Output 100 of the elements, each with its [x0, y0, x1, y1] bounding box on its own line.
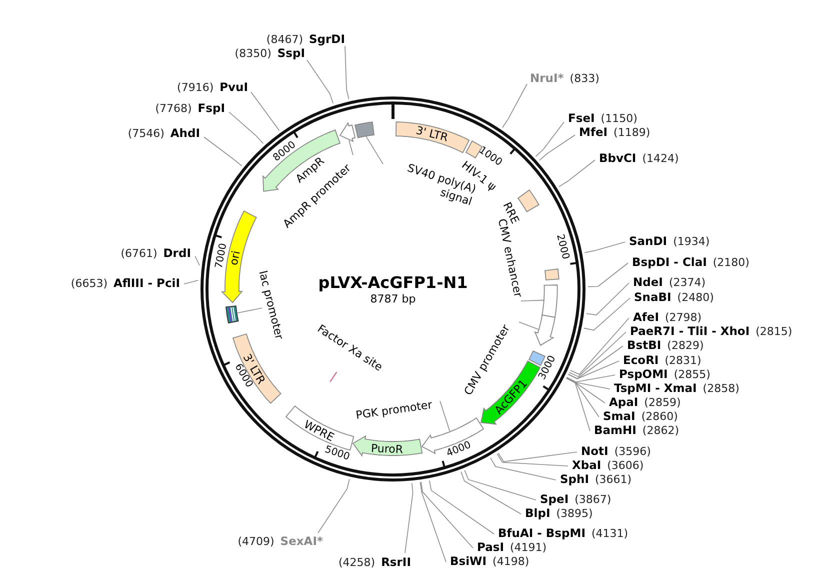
plasmid-name: pLVX-AcGFP1-N1 [318, 274, 468, 292]
enzyme-name: AfeI [633, 309, 659, 325]
leader-line [584, 298, 630, 331]
enzyme-name: SphI [560, 471, 589, 487]
site-position: (2860) [641, 409, 678, 425]
site-position: (2798) [664, 310, 702, 326]
site-position: (3596) [614, 444, 651, 460]
site-position: (2858) [702, 381, 740, 397]
leader-line [366, 136, 384, 164]
feature-label: PuroR [370, 442, 403, 456]
feature-label: ori [227, 249, 243, 266]
plasmid-length: 8787 bp [370, 292, 416, 306]
site-position: (3606) [607, 458, 644, 474]
leader-line [588, 262, 628, 288]
enzyme-name: PvuI [220, 79, 248, 95]
leader-line [502, 84, 528, 128]
leader-line [568, 346, 624, 380]
enzyme-name: AhdI [170, 125, 200, 141]
enzyme-name: MfeI [579, 124, 608, 140]
site-position: (4198) [492, 554, 530, 570]
leader-line [536, 122, 564, 157]
leader-line [318, 478, 350, 534]
leader-line [344, 46, 350, 100]
enzyme-name: SexAI* [280, 533, 323, 549]
leader-line [568, 332, 626, 378]
leader-line [184, 280, 199, 284]
enzyme-name: ApaI [609, 394, 638, 410]
leader-line [204, 136, 242, 166]
leader-line [404, 482, 414, 554]
leader-line [566, 377, 610, 390]
site-position: (2374) [668, 275, 706, 291]
leader-line [566, 378, 590, 432]
leader-line [348, 140, 354, 156]
site-position: (8467) [266, 32, 303, 48]
leader-line [586, 282, 630, 316]
enzyme-name: BsiWI [450, 553, 487, 569]
leader-line [440, 400, 450, 432]
site-position: (7546) [128, 126, 164, 142]
leader-line [236, 308, 262, 314]
site-position: (8350) [234, 46, 272, 62]
leader-line [498, 452, 578, 462]
enzyme-name: PspOMI [619, 366, 668, 382]
site-position: (2831) [664, 353, 702, 369]
site-position: (2180) [712, 255, 750, 271]
enzyme-name: BfuAI - BspMI [498, 525, 586, 541]
leader-line [520, 300, 544, 302]
site-position: (2480) [677, 290, 714, 306]
site-position: (2815) [756, 324, 792, 340]
site-position: (833) [570, 71, 600, 87]
leader-line [518, 322, 539, 330]
scale-number: 5000 [323, 444, 350, 462]
leader-line [228, 112, 264, 144]
enzyme-name: SgrDI [308, 31, 345, 47]
site-position: (4131) [591, 526, 628, 542]
site-position: (7916) [177, 80, 214, 96]
leader-line [496, 454, 568, 466]
enzyme-name: FspI [198, 100, 225, 116]
enzyme-name: SanDI [629, 233, 668, 249]
site-position: (3867) [574, 492, 612, 508]
enzyme-name: BbvCI [599, 150, 636, 166]
leader-line [420, 482, 446, 562]
site-position: (4709) [238, 534, 274, 550]
enzyme-name: NdeI [633, 274, 663, 290]
enzyme-name: TspMI - XmaI [614, 380, 697, 396]
leader-line [460, 471, 522, 514]
leader-line [429, 480, 494, 534]
enzyme-name: AflIII - PciI [113, 275, 180, 291]
scale-number: 4000 [444, 440, 472, 460]
enzyme-name: BstBI [627, 337, 662, 353]
leader-line [420, 482, 474, 548]
site-position: (1934) [673, 234, 710, 250]
enzyme-name: EcoRI [623, 352, 659, 368]
leader-line [584, 242, 626, 253]
leader-line [570, 318, 630, 375]
scale-number: 2000 [554, 233, 570, 260]
site-position: (2862) [642, 423, 679, 439]
leader-line [558, 160, 596, 188]
enzyme-name: FseI [568, 110, 595, 126]
enzyme-name: SnaBI [634, 289, 672, 305]
leader-line [194, 256, 200, 266]
enzyme-name: BlpI [525, 506, 550, 521]
enzyme-name: DrdI [163, 245, 191, 261]
site-position: (3895) [556, 506, 593, 522]
site-position: (4258) [338, 555, 376, 571]
scale-number: 7000 [214, 242, 230, 270]
site-position: (3661) [594, 472, 632, 488]
enzyme-name: BspDI - ClaI [632, 254, 707, 270]
scale-number: 3000 [538, 354, 558, 382]
enzyme-name: BamHI [594, 422, 636, 438]
site-position: (1150) [600, 111, 638, 127]
leader-line [566, 378, 606, 404]
leader-line [250, 92, 280, 131]
site-position: (6653) [70, 276, 108, 292]
leader-line [490, 458, 556, 480]
enzyme-name: NruI* [530, 70, 564, 86]
site-position: (1424) [642, 151, 679, 167]
site-position: (7768) [155, 101, 192, 117]
enzyme-name: PaeR7I - TliI - XhoI [630, 323, 750, 339]
enzyme-name: RsrII [381, 554, 411, 570]
enzyme-name: SspI [277, 45, 305, 61]
